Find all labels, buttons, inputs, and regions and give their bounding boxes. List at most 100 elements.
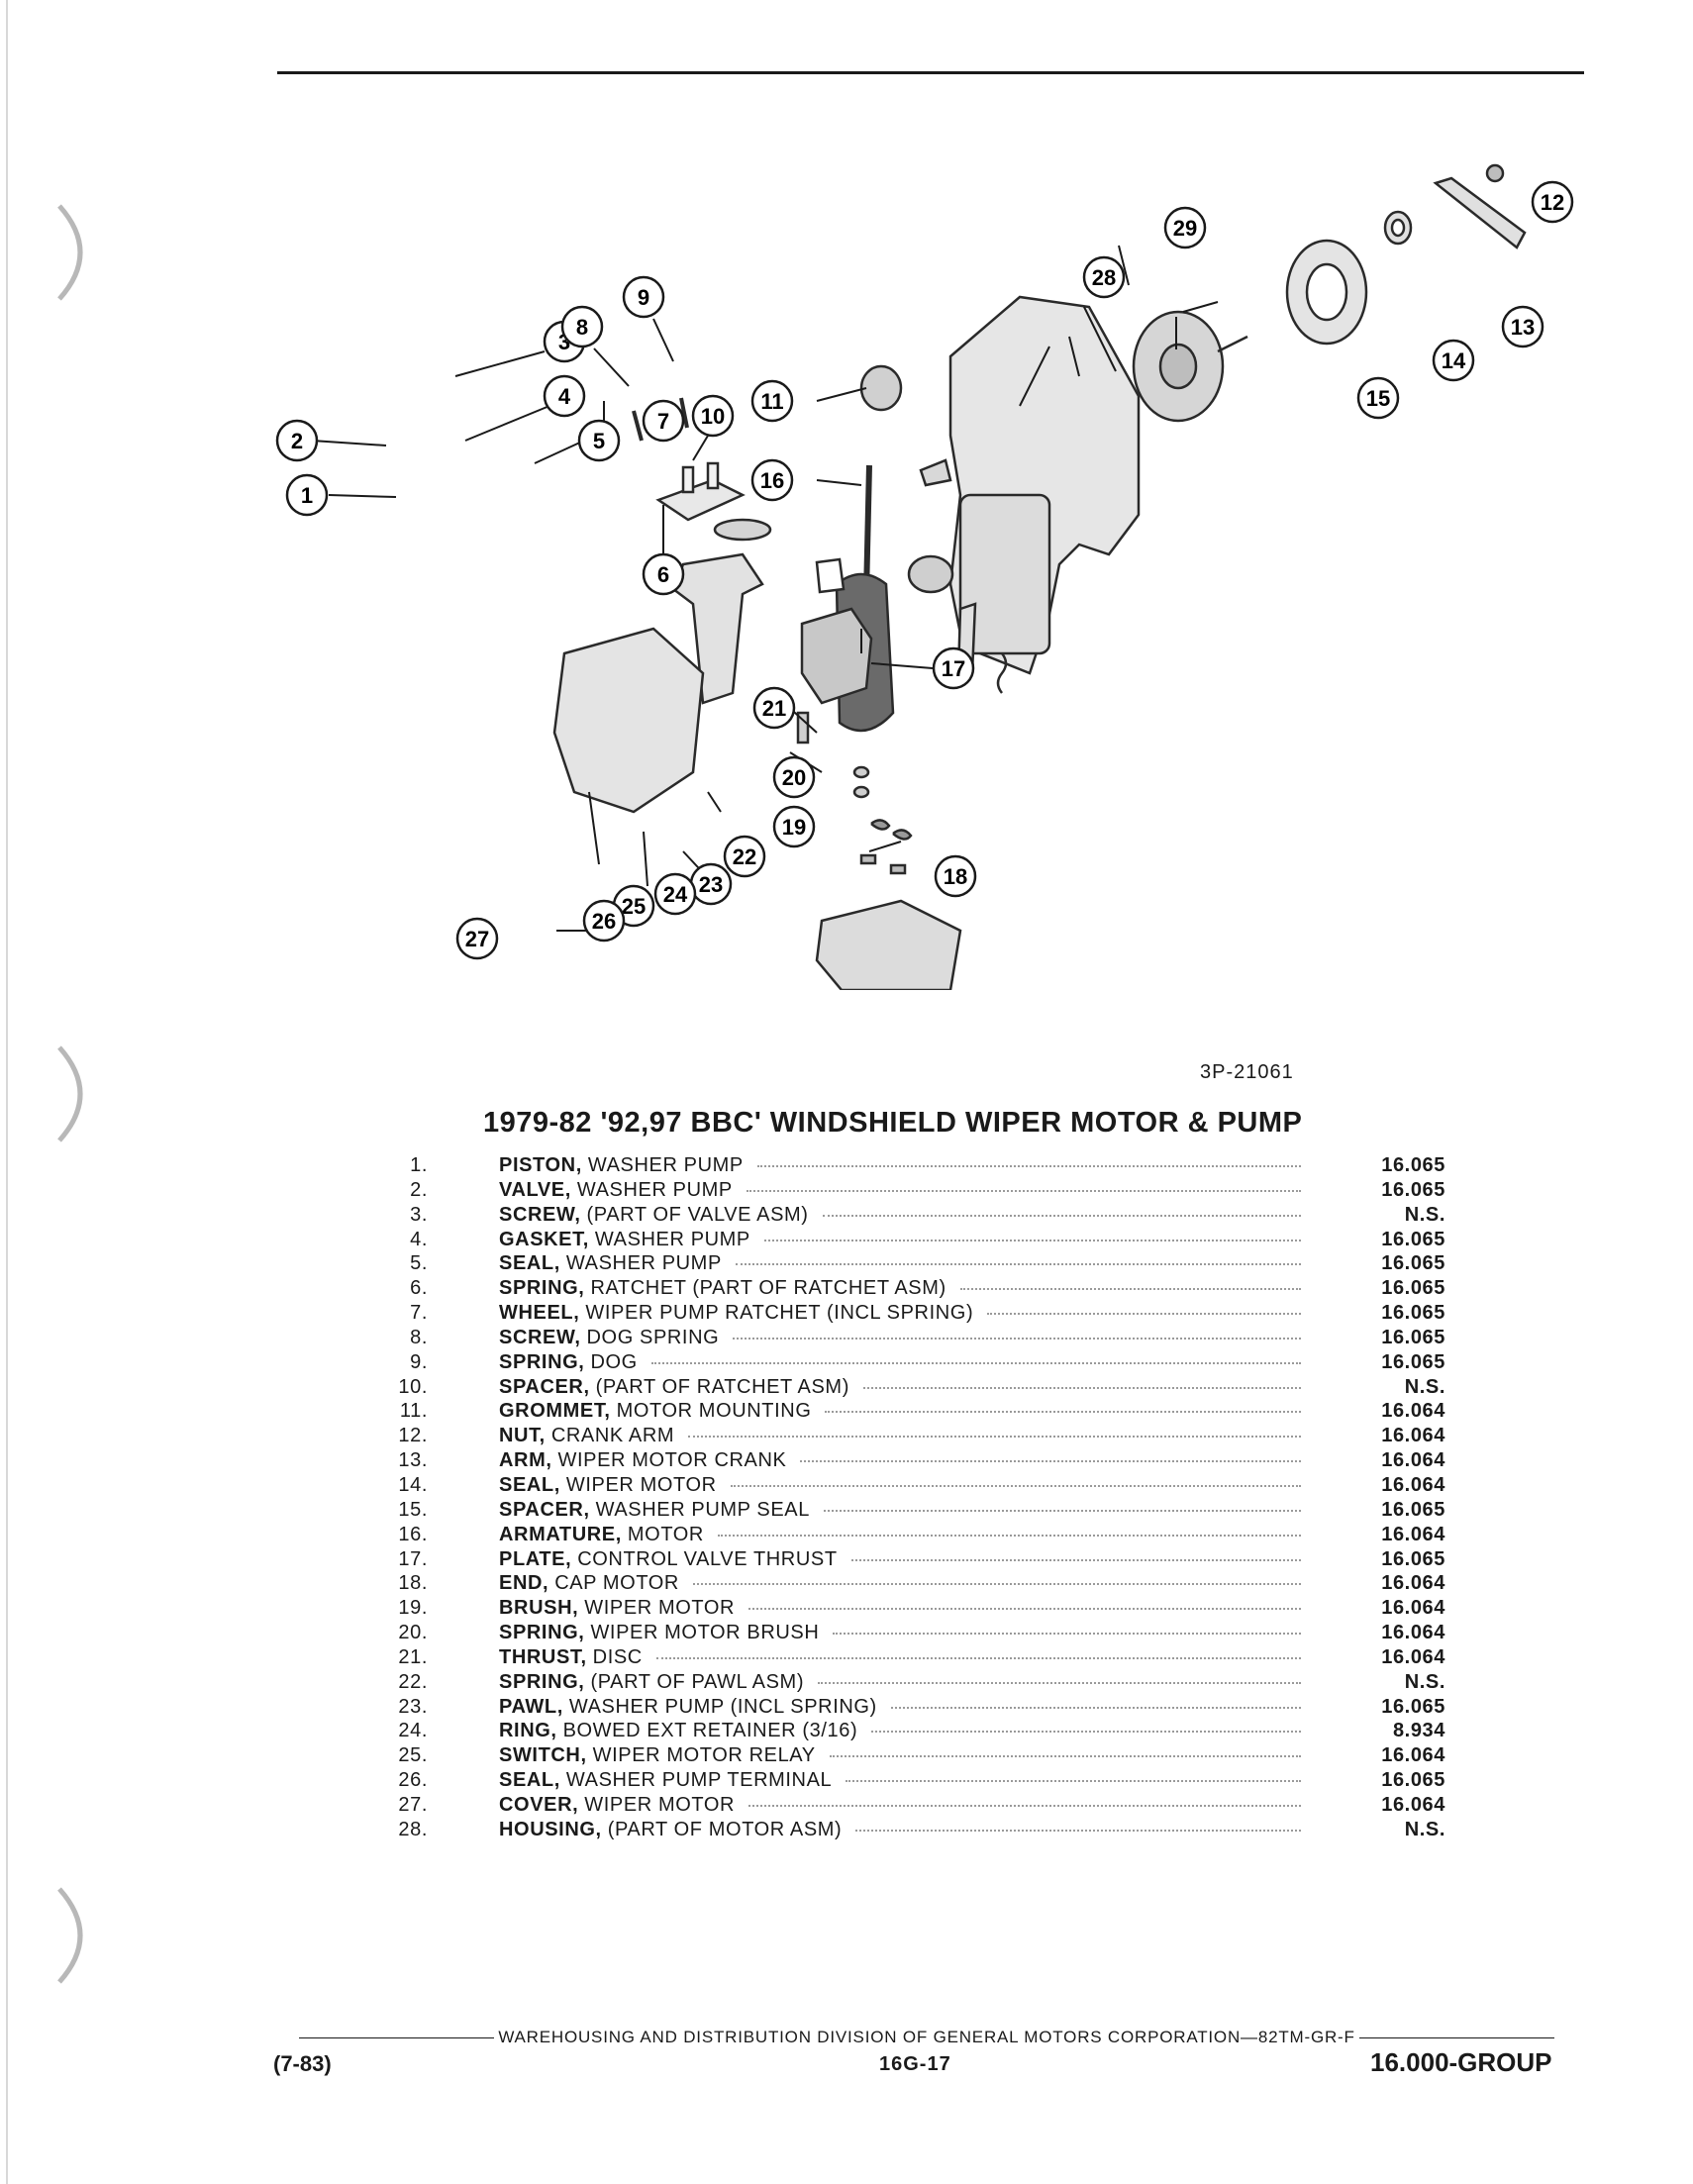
part-group-reference: 8.934 [1392,1720,1445,1742]
callout-label: 21 [762,696,786,721]
part-group-reference: 16.065 [1381,1178,1445,1201]
callout-label: 15 [1366,386,1390,411]
part-group-reference: 16.064 [1381,1622,1445,1644]
part-description: THRUST,DISC [499,1646,1337,1669]
parts-list-row: 11. GROMMET,MOTOR MOUNTING 16.064 [376,1400,1445,1425]
dot-leader [688,1436,1301,1439]
part-group-reference: 16.065 [1381,1350,1445,1373]
parts-list-row: 22.SPRING,(PART OF PAWL ASM)N.S. [376,1671,1445,1696]
dot-leader [959,1288,1301,1291]
callout-circle [932,646,975,690]
part-detail: WASHER PUMP [576,1178,733,1201]
footer-rule-left [299,2036,495,2038]
callout-label: 27 [465,927,489,951]
part-description: SPACER,(PART OF RATCHET ASM) [499,1376,1337,1399]
part-description: HOUSING,(PART OF MOTOR ASM) [499,1819,1337,1841]
dot-leader [818,1681,1301,1684]
part-number: 7. [410,1302,428,1325]
dot-leader [692,1583,1301,1586]
callout-circle [772,755,816,799]
part-number: 11. [399,1400,428,1423]
callout-6: 6 [642,552,685,596]
part-number: 2. [410,1178,428,1201]
part-number: 20. [398,1622,428,1644]
footer-group: 16.000-GROUP [1370,2047,1552,2077]
part-number: 17. [398,1547,428,1570]
part-group-reference: 16.064 [1381,1744,1445,1767]
part-noun: RING, [499,1720,557,1742]
part-detail: WIPER MOTOR CRANK [557,1449,787,1472]
part-description: SPRING,WIPER MOTOR BRUSH [499,1622,1337,1644]
part-number: 9. [410,1350,428,1373]
part-description: SPACER,WASHER PUMP SEAL [499,1499,1337,1522]
callout-circle [1356,376,1400,420]
part-detail: (PART OF VALVE ASM) [586,1203,809,1226]
part-description: GASKET,WASHER PUMP [499,1229,1337,1251]
part-group-reference: N.S. [1404,1670,1445,1693]
part-description: SPRING,(PART OF PAWL ASM) [499,1671,1337,1694]
callout-label: 19 [782,815,806,840]
part-group-reference: 16.064 [1381,1523,1445,1545]
part-noun: BRUSH, [499,1597,579,1620]
callout-label: 8 [576,315,588,340]
part-noun: SWITCH, [499,1744,587,1767]
part-number: 19. [398,1597,428,1620]
part-number: 8. [410,1326,428,1348]
callout-label: 10 [701,404,725,429]
punch-hole-top [57,204,83,301]
part-group-reference: 16.064 [1381,1400,1445,1423]
callout-circle [934,854,977,898]
part-number: 5. [410,1252,428,1275]
callout-26: 26 [582,899,626,943]
callout-18: 18 [934,854,977,898]
callout-2: 2 [275,419,319,462]
part-noun: GROMMET, [499,1400,611,1423]
part-number: 24. [398,1720,428,1742]
part-group-reference: 16.064 [1381,1473,1445,1496]
dot-leader [871,1731,1301,1734]
footer-date: (7-83) [273,2051,332,2076]
part-detail: DISC [592,1645,643,1668]
top-rule [277,71,1584,74]
callout-label: 4 [558,384,571,409]
dot-leader [862,1386,1301,1389]
parts-list-row: 28.HOUSING,(PART OF MOTOR ASM)N.S. [376,1819,1445,1843]
dot-leader [822,1214,1301,1217]
dot-leader [748,1608,1301,1611]
part-description: GROMMET,MOTOR MOUNTING [499,1400,1337,1423]
part-description: ARMATURE,MOTOR [499,1524,1337,1546]
part-noun: SCREW, [499,1203,581,1226]
part-noun: END, [499,1572,549,1595]
part-noun: NUT, [499,1425,546,1447]
parts-list-row: 7.WHEEL,WIPER PUMP RATCHET (INCL SPRING)… [376,1302,1445,1327]
part-description: PLATE,CONTROL VALVE THRUST [499,1548,1337,1571]
part-noun: SPRING, [499,1670,585,1693]
part-group-reference: 16.065 [1381,1154,1445,1176]
callout-circle [750,458,794,502]
callout-label: 14 [1442,348,1466,373]
part-noun: VALVE, [499,1178,571,1201]
part-number: 3. [410,1203,428,1226]
part-group-reference: 16.065 [1381,1228,1445,1250]
part-detail: WIPER MOTOR BRUSH [590,1622,820,1644]
part-noun: SCREW, [499,1326,581,1348]
part-description: NUT,CRANK ARM [499,1425,1337,1447]
part-description: SEAL,WASHER PUMP [499,1252,1337,1275]
callout-circle [285,473,329,517]
callout-5: 5 [577,419,621,462]
part-description: COVER,WIPER MOTOR [499,1794,1337,1817]
part-description: SCREW,(PART OF VALVE ASM) [499,1204,1337,1227]
dot-leader [890,1706,1301,1709]
part-description: SWITCH,WIPER MOTOR RELAY [499,1744,1337,1767]
callout-11: 11 [750,379,794,423]
